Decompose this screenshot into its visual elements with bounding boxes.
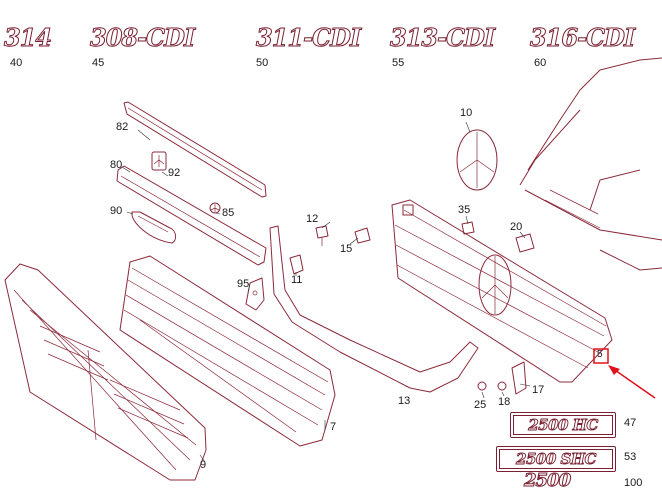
trim-bar-13[interactable] — [269, 225, 479, 393]
part-label-7[interactable]: 7 — [330, 421, 337, 433]
part-label-5[interactable]: 5 — [597, 349, 603, 360]
star-emblem-10[interactable] — [456, 129, 498, 191]
model-badge-308-cdi: 308-CDI — [89, 23, 195, 52]
model-code-45: 45 — [92, 57, 105, 69]
model-badge-314: 314 — [3, 23, 52, 52]
grille-7[interactable] — [119, 255, 336, 447]
part-label-90[interactable]: 90 — [110, 205, 123, 217]
washer-18[interactable] — [497, 381, 507, 391]
part-label-15[interactable]: 15 — [340, 243, 353, 255]
part-label-9[interactable]: 9 — [200, 459, 207, 471]
part-label-25[interactable]: 25 — [474, 399, 487, 411]
fastener-15[interactable] — [354, 227, 371, 244]
star-badge-85[interactable] — [209, 202, 221, 214]
model-badge-311-cdi: 311-CDI — [255, 23, 361, 52]
plate-code-47: 47 — [624, 417, 637, 429]
part-label-82[interactable]: 82 — [116, 121, 129, 133]
screw-12[interactable] — [315, 225, 329, 246]
grille-star — [478, 254, 512, 316]
vehicle-front — [519, 57, 662, 271]
part-label-35[interactable]: 35 — [458, 204, 471, 216]
grille-5[interactable] — [391, 199, 613, 383]
bracket-95[interactable] — [245, 277, 265, 311]
part-label-85[interactable]: 85 — [222, 207, 235, 219]
model-code-50: 50 — [256, 57, 269, 69]
part-label-13[interactable]: 13 — [398, 395, 411, 407]
part-label-95[interactable]: 95 — [237, 278, 250, 290]
part-label-20[interactable]: 20 — [510, 221, 523, 233]
nameplate-2500-shc[interactable]: 2500 SHC — [496, 446, 616, 472]
nameplate-badge-90[interactable] — [131, 211, 177, 244]
screw-35[interactable] — [461, 221, 475, 235]
trim-strip-82[interactable] — [123, 101, 267, 198]
trim-strip-80[interactable] — [116, 165, 267, 266]
nameplate-2500[interactable]: 2500 — [523, 470, 571, 491]
model-badge-313-cdi: 313-CDI — [389, 23, 495, 52]
model-code-55: 55 — [392, 57, 405, 69]
plate-code-53: 53 — [624, 451, 637, 463]
part-label-92[interactable]: 92 — [168, 167, 181, 179]
part-label-12[interactable]: 12 — [306, 213, 319, 225]
model-code-60: 60 — [534, 57, 547, 69]
highlight-marker — [593, 348, 656, 399]
star-emblem-92[interactable] — [151, 151, 167, 171]
part-label-17[interactable]: 17 — [532, 384, 545, 396]
leader-lines — [121, 121, 531, 463]
model-badge-316-cdi: 316-CDI — [529, 23, 635, 52]
part-label-11[interactable]: 11 — [291, 274, 303, 286]
bracket-17[interactable] — [511, 361, 527, 395]
model-code-40: 40 — [10, 57, 23, 69]
part-label-10[interactable]: 10 — [460, 107, 473, 119]
clip-20[interactable] — [515, 233, 535, 253]
nameplate-2500-hc[interactable]: 2500 HC — [510, 412, 616, 438]
clip-11[interactable] — [289, 254, 304, 275]
part-label-18[interactable]: 18 — [498, 396, 511, 408]
part-label-80[interactable]: 80 — [110, 159, 123, 171]
plate-code-100: 100 — [624, 477, 643, 489]
screw-25[interactable] — [477, 381, 487, 391]
grille-9[interactable] — [4, 263, 207, 481]
